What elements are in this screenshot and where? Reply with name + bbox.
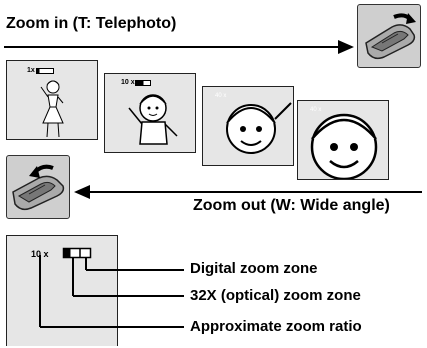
frame-ratio-label: 40 x [215, 93, 227, 99]
zoom-lever-tele-box [357, 4, 421, 68]
zoom-lever-tele-icon [365, 13, 416, 60]
approximate-zoom-ratio-label: Approximate zoom ratio [190, 318, 362, 335]
viewfinder-frame-40x-close: 40 x [297, 100, 389, 180]
zoom-in-arrow [4, 40, 354, 54]
zoom-out-heading: Zoom out (W: Wide angle) [193, 197, 390, 214]
display-ratio-label: 10 x [31, 249, 49, 259]
girl-face-closer [310, 113, 378, 179]
viewfinder-frame-40x: 40 x [202, 86, 294, 166]
zoom-bar-icon [36, 68, 54, 74]
frame-ratio-label: 40 x [310, 107, 322, 113]
zoom-lever-wide-icon [12, 164, 65, 211]
zoom-lever-wide-box [6, 155, 70, 219]
frame-ratio-label: 1x [27, 67, 35, 74]
optical-zoom-zone-label: 32X (optical) zoom zone [190, 287, 361, 304]
girl-figure-medium [128, 94, 178, 145]
viewfinder-frame-1x: 1x [6, 60, 98, 140]
girl-figure-small [40, 80, 64, 138]
frame-ratio-label: 10 x [121, 79, 135, 86]
zoom-out-arrow [74, 185, 422, 199]
viewfinder-frame-10x: 10 x [104, 73, 196, 153]
digital-zoom-zone-label: Digital zoom zone [190, 260, 318, 277]
zoom-bar-icon [135, 80, 151, 86]
girl-face-close [226, 102, 292, 154]
zoom-in-heading: Zoom in (T: Telephoto) [6, 15, 177, 32]
